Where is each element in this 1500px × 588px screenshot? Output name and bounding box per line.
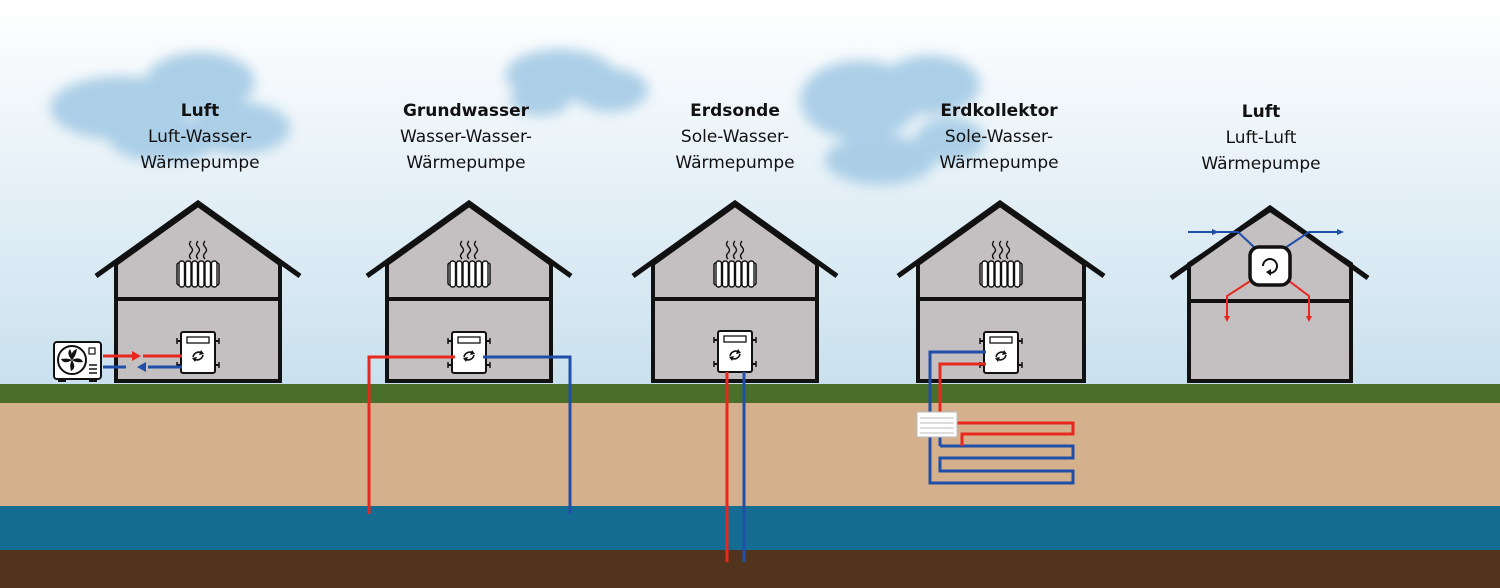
system-label-groundwater: Grundwasser Wasser-Wasser- Wärmepumpe — [356, 98, 576, 176]
system-label-ground-collector: Erdkollektor Sole-Wasser- Wärmepumpe — [889, 98, 1109, 176]
system-label-air-water: Luft Luft-Wasser- Wärmepumpe — [90, 98, 310, 176]
radiator-icon — [979, 240, 1023, 288]
house-borehole — [631, 199, 839, 383]
system-label-air-air: Luft Luft-Luft Wärmepumpe — [1151, 99, 1371, 177]
heat-pump-unit-icon — [176, 331, 220, 374]
outdoor-fan-unit-icon — [53, 341, 102, 382]
system-type-line2: Wärmepumpe — [675, 153, 795, 173]
system-title: Luft — [1241, 102, 1281, 122]
house-air-air — [1169, 204, 1370, 383]
groundwater-pipes — [367, 355, 572, 514]
cloud — [800, 55, 985, 185]
system-title: Erdkollektor — [940, 101, 1058, 121]
system-title: Grundwasser — [402, 101, 530, 121]
cloud — [505, 49, 648, 116]
grass-layer — [0, 384, 1500, 403]
groundwater-layer — [0, 506, 1500, 550]
house-groundwater — [365, 199, 573, 383]
system-title: Erdsonde — [690, 101, 780, 121]
air-water-pipes — [103, 351, 182, 372]
system-type-line1: Luft-Luft — [1225, 128, 1297, 148]
ventilation-unit-icon — [1248, 245, 1292, 287]
system-type-line1: Sole-Wasser- — [944, 127, 1054, 147]
heat-pump-unit-icon — [979, 331, 1023, 374]
ventilation-flows — [1188, 229, 1344, 322]
heat-pump-unit-icon — [447, 331, 491, 374]
system-title: Luft — [180, 101, 220, 121]
borehole-probe-pipes — [725, 372, 746, 562]
distributor-box — [916, 411, 958, 438]
radiator-icon — [447, 240, 491, 288]
house-air-water — [94, 199, 302, 383]
soil-layer — [0, 403, 1500, 506]
system-type-line2: Wärmepumpe — [406, 153, 526, 173]
system-type-line2: Wärmepumpe — [939, 153, 1059, 173]
radiator-icon — [176, 240, 220, 288]
bedrock-layer — [0, 550, 1500, 588]
system-type-line2: Wärmepumpe — [1201, 154, 1321, 174]
system-type-line1: Luft-Wasser- — [147, 127, 253, 147]
house-ground-collector — [896, 199, 1106, 383]
heat-pump-unit-icon — [713, 330, 757, 373]
system-type-line1: Wasser-Wasser- — [399, 127, 532, 147]
system-type-line1: Sole-Wasser- — [680, 127, 790, 147]
cloud — [50, 52, 290, 162]
radiator-icon — [713, 240, 757, 288]
system-label-borehole: Erdsonde Sole-Wasser- Wärmepumpe — [625, 98, 845, 176]
system-type-line2: Wärmepumpe — [140, 153, 260, 173]
